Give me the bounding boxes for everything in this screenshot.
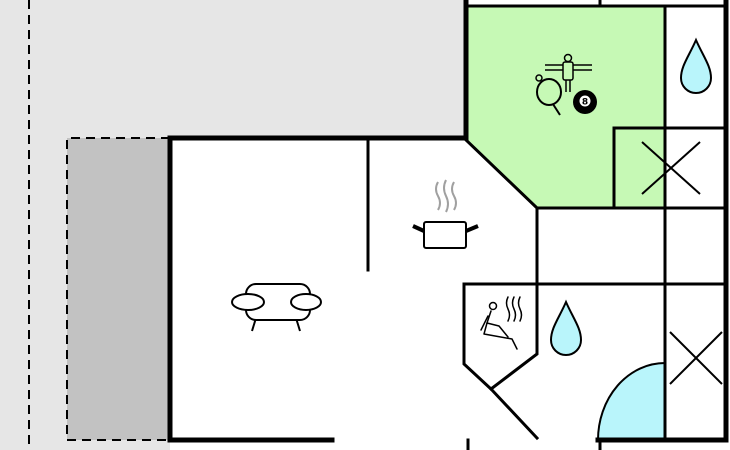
walls (167, 0, 729, 450)
water-drop-icon (679, 37, 713, 94)
cross-icon (641, 141, 701, 195)
table-tennis-icon (535, 74, 562, 116)
sofa-icon (231, 283, 322, 332)
terrace (67, 138, 168, 440)
cooking-pot-icon (412, 179, 479, 249)
dashed-boundary (28, 0, 170, 450)
billiard-ball-number: 8 (582, 98, 588, 108)
activity-room (468, 6, 665, 208)
billiard-ball-icon: 8 (573, 90, 597, 114)
cross-icon (669, 331, 723, 385)
sauna-icon (480, 296, 523, 350)
water-drop-icon (549, 299, 583, 356)
door-swing (596, 361, 666, 441)
table-football-icon (545, 53, 592, 92)
